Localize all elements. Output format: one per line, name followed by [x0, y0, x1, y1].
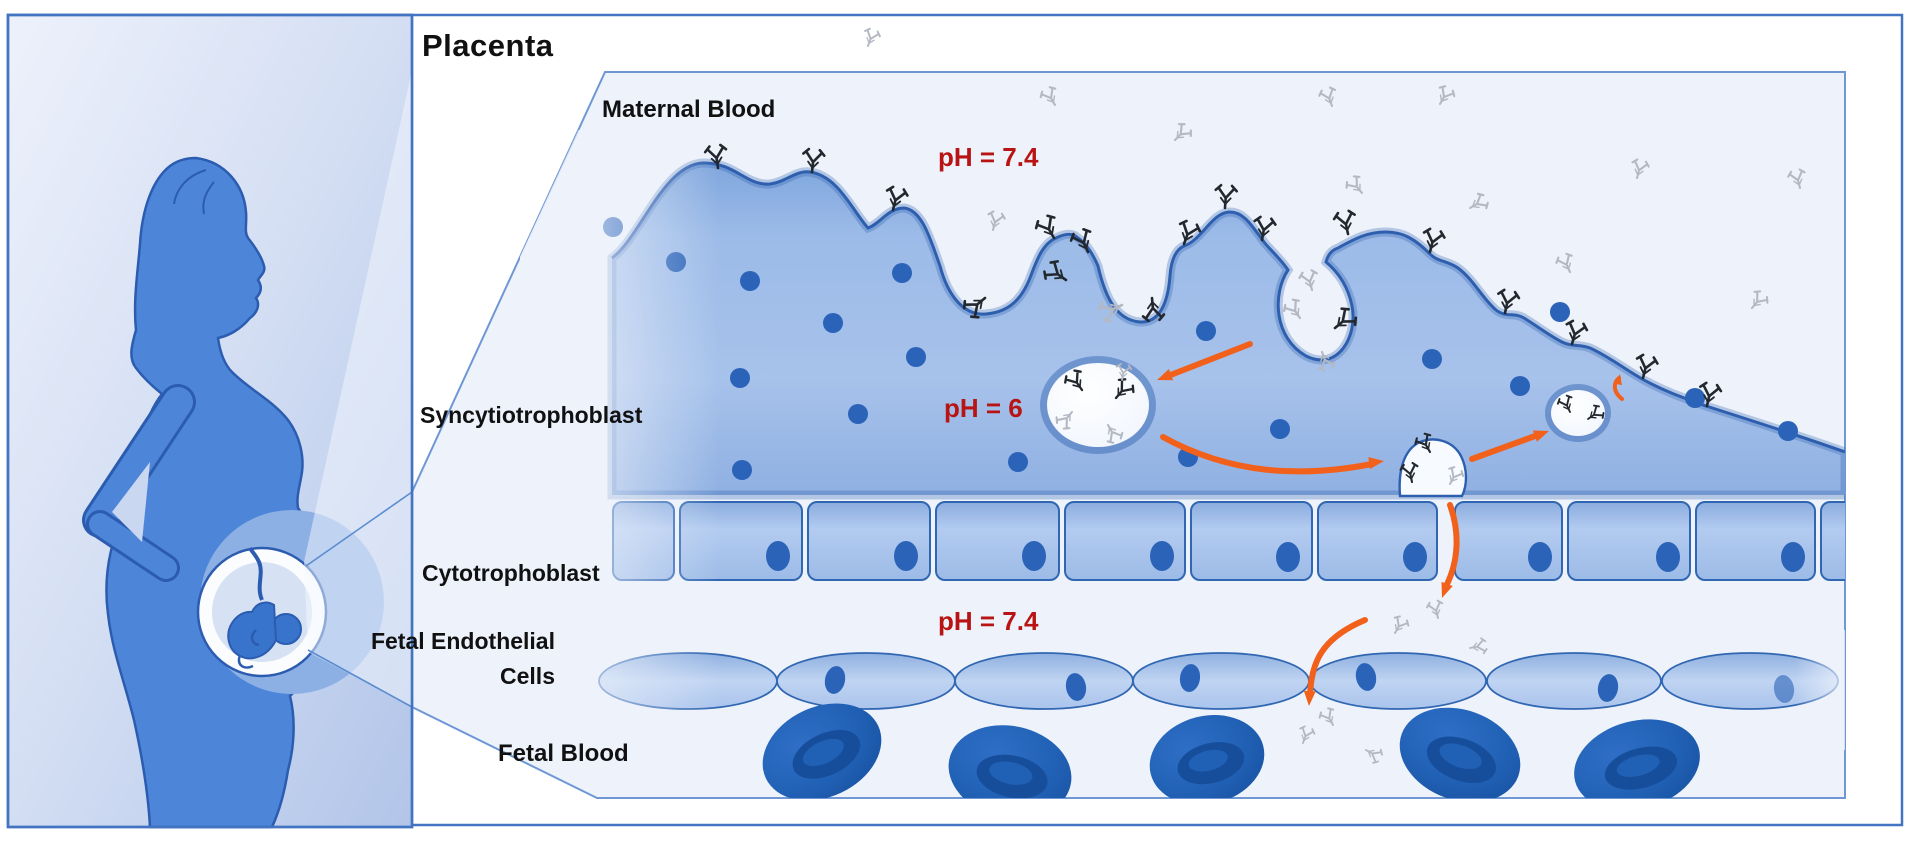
label-syncytiotrophoblast: Syncytiotrophoblast [420, 402, 643, 428]
zoom-line-bottom [307, 649, 413, 708]
basolateral-pocket [1398, 438, 1468, 498]
fetal-endothelial-layer [598, 652, 1839, 710]
apical-membrane [611, 161, 1845, 454]
arm-gap [112, 462, 150, 542]
red-blood-cell [1574, 719, 1700, 798]
ph-fetal-label: pH = 7.4 [938, 606, 1039, 636]
ph-maternal-label: pH = 7.4 [938, 142, 1039, 172]
endosome-vesicle [1040, 356, 1156, 454]
red-blood-cell [762, 703, 882, 798]
fetus-icon [227, 547, 302, 669]
label-fetal-endothelial-line2: Cells [500, 663, 555, 689]
transport-arrow [1160, 434, 1375, 475]
fetal-entry-arrow [1307, 617, 1368, 699]
zoom-line-top [305, 491, 413, 567]
label-fetal-endothelial-line1: Fetal Endothelial [370, 628, 555, 654]
label-fetal-blood: Fetal Blood [498, 740, 629, 767]
exocytosis-arrow [1442, 502, 1460, 591]
label-cytotrophoblast: Cytotrophoblast [422, 560, 600, 586]
placenta-panel-content [520, 83, 1845, 798]
fetal-blood-cells [762, 703, 1700, 798]
red-blood-cell [1399, 707, 1521, 798]
figure-title: Placenta [422, 28, 554, 63]
red-blood-cell [948, 725, 1072, 798]
recycling-vesicle [1545, 384, 1611, 442]
right-fade [1795, 630, 1845, 750]
cytotrophoblast-nuclei [766, 541, 1805, 572]
recycling-arrow [1469, 432, 1541, 462]
red-blood-cell [1149, 715, 1265, 798]
label-maternal-blood: Maternal Blood [602, 96, 776, 123]
label-fetal-endothelial: Fetal Endothelial Cells [345, 628, 555, 690]
ph-endosome-label: pH = 6 [944, 393, 1023, 423]
mother-panel [6, 13, 414, 829]
endothelial-nuclei [824, 663, 1795, 703]
endocytosis-arrow [1165, 341, 1253, 379]
left-fade [520, 130, 720, 750]
